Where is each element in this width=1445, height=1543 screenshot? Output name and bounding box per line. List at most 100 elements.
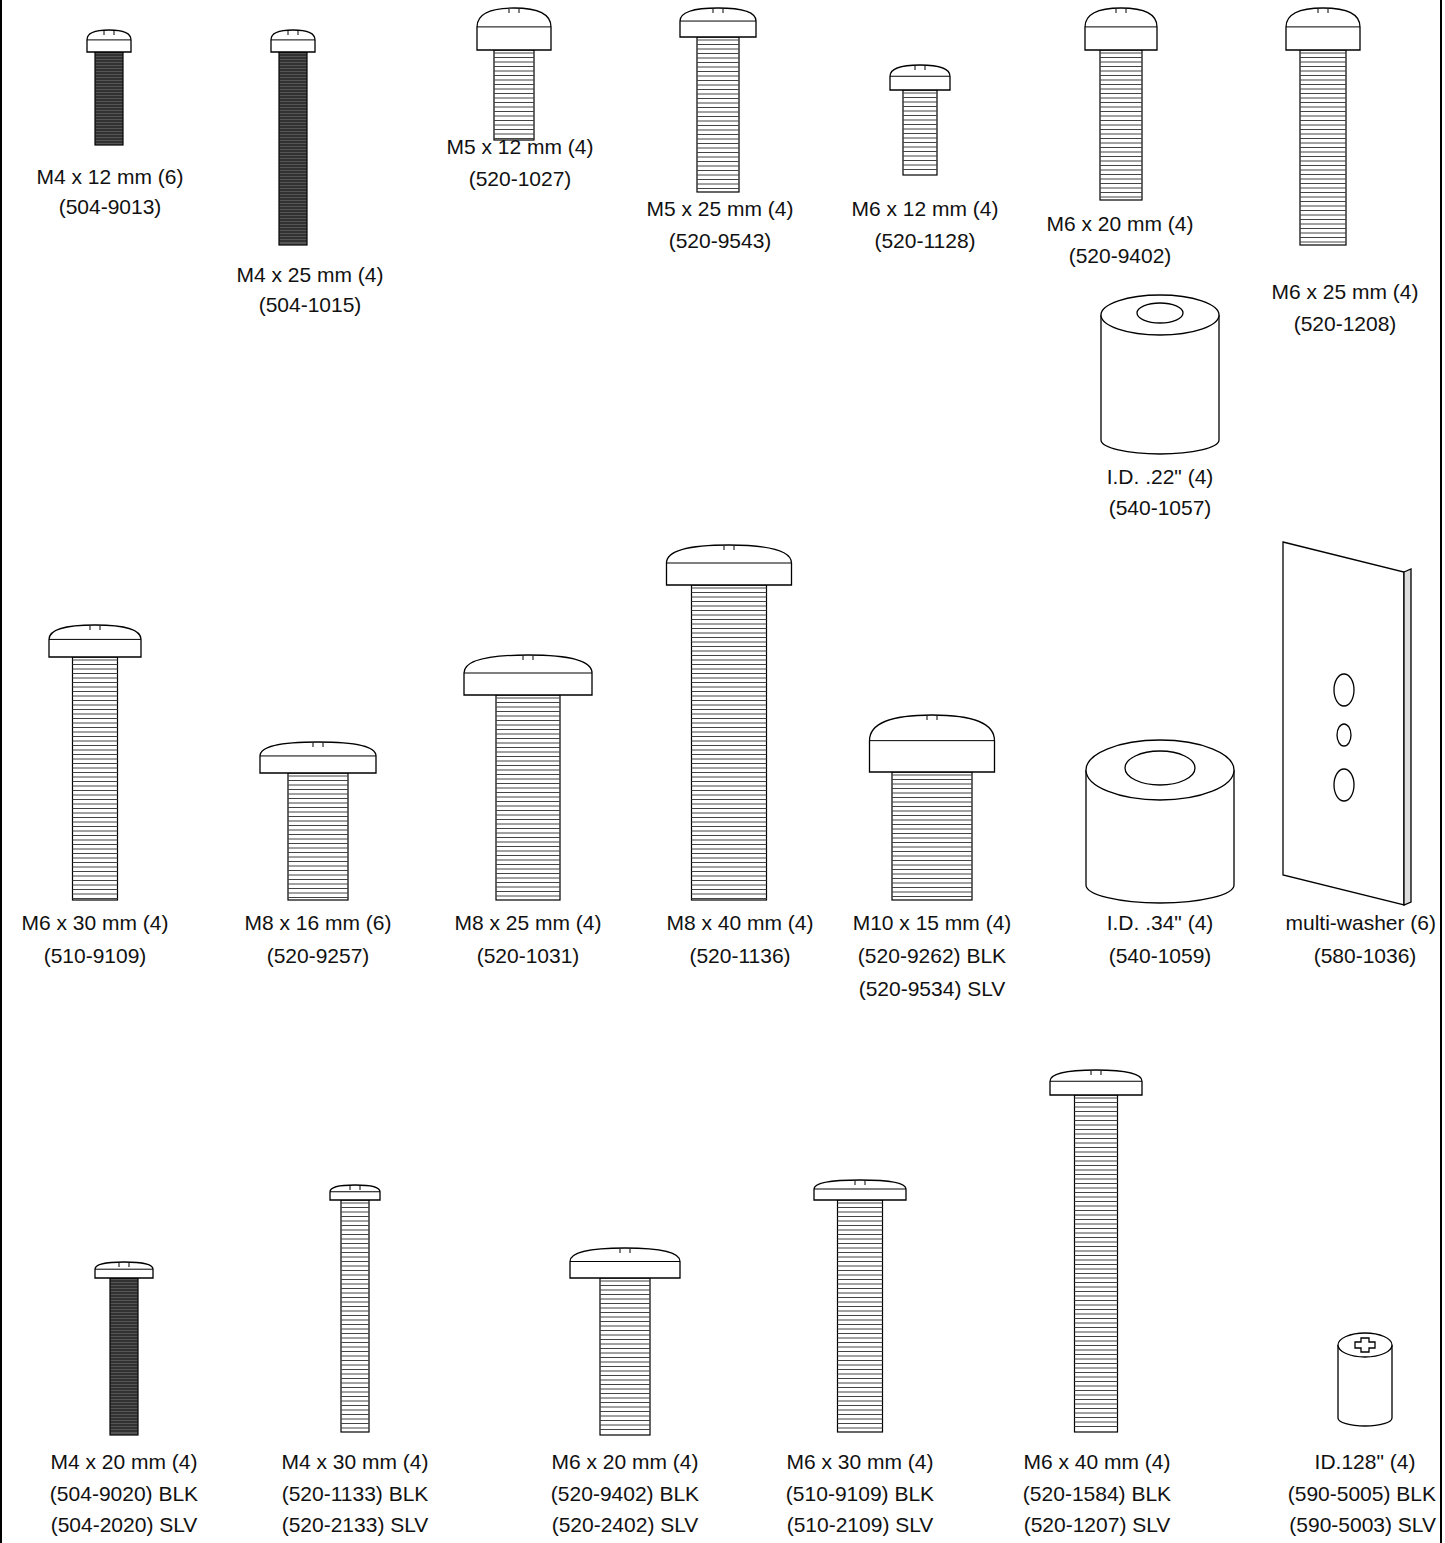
- thread-line: [1100, 197, 1142, 198]
- thread-line: [692, 867, 767, 868]
- thread-line: [110, 1392, 138, 1393]
- thread-line: [496, 801, 560, 802]
- thread-line: [496, 891, 560, 892]
- thread-line: [1075, 1183, 1118, 1184]
- thread-line: [110, 1407, 138, 1408]
- thread-line: [838, 1306, 883, 1307]
- thread-line: [73, 696, 118, 697]
- part-label: M4 x 12 mm (6): [36, 166, 183, 187]
- thread-line: [892, 865, 972, 866]
- screw-shank: [697, 37, 739, 192]
- thread-line: [341, 1261, 369, 1262]
- part-label: (520-9257): [267, 945, 370, 966]
- thread-line: [73, 759, 118, 760]
- thread-line: [341, 1239, 369, 1240]
- thread-line: [1300, 116, 1346, 117]
- thread-line: [73, 736, 118, 737]
- thread-line: [1300, 107, 1346, 108]
- thread-line: [838, 1279, 883, 1280]
- thread-line: [903, 120, 937, 121]
- thread-line: [341, 1333, 369, 1334]
- thread-line: [279, 154, 307, 155]
- thread-line: [341, 1374, 369, 1375]
- thread-line: [496, 752, 560, 753]
- thread-line: [1300, 224, 1346, 225]
- head-rim: [1085, 26, 1157, 27]
- thread-line: [697, 49, 739, 50]
- thread-line: [892, 802, 972, 803]
- part-label: M6 x 30 mm (4): [21, 912, 168, 933]
- thread-line: [838, 1329, 883, 1330]
- thread-line: [697, 125, 739, 126]
- thread-line: [692, 619, 767, 620]
- thread-line: [600, 1393, 650, 1394]
- thread-line: [1075, 1341, 1118, 1342]
- thread-line: [288, 861, 348, 862]
- thread-line: [279, 97, 307, 98]
- thread-line: [496, 716, 560, 717]
- thread-line: [494, 116, 534, 117]
- thread-line: [692, 745, 767, 746]
- thread-line: [838, 1374, 883, 1375]
- head-slot: [509, 9, 519, 13]
- thread-line: [279, 148, 307, 149]
- thread-line: [600, 1411, 650, 1412]
- head-rim: [49, 639, 141, 640]
- thread-line: [279, 238, 307, 239]
- thread-line: [341, 1297, 369, 1298]
- screw-head: [680, 8, 756, 37]
- screw-shank: [838, 1200, 883, 1432]
- thread-line: [110, 1335, 138, 1336]
- thread-line: [110, 1299, 138, 1300]
- thread-line: [496, 873, 560, 874]
- thread-line: [110, 1353, 138, 1354]
- head-slot: [104, 31, 114, 35]
- thread-line: [279, 142, 307, 143]
- thread-line: [903, 169, 937, 170]
- spacer-large: [1086, 740, 1234, 903]
- thread-line: [1100, 107, 1142, 108]
- thread-line: [110, 1287, 138, 1288]
- thread-line: [496, 887, 560, 888]
- thread-line: [692, 718, 767, 719]
- thread-line: [1075, 1116, 1118, 1117]
- thread-line: [697, 98, 739, 99]
- thread-line: [692, 831, 767, 832]
- thread-line: [697, 157, 739, 158]
- thread-line: [692, 633, 767, 634]
- thread-line: [692, 700, 767, 701]
- thread-line: [1075, 1246, 1118, 1247]
- screw-head: [890, 65, 950, 90]
- thread-line: [1075, 1237, 1118, 1238]
- screw-head: [271, 30, 315, 52]
- thread-line: [692, 637, 767, 638]
- thread-line: [1100, 71, 1142, 72]
- thread-line: [892, 856, 972, 857]
- thread-line: [494, 120, 534, 121]
- thread-line: [494, 129, 534, 130]
- screw-shank: [73, 657, 118, 900]
- thread-line: [279, 205, 307, 206]
- thread-line: [600, 1375, 650, 1376]
- thread-line: [341, 1234, 369, 1235]
- thread-line: [110, 1323, 138, 1324]
- thread-line: [288, 897, 348, 898]
- thread-line: [341, 1230, 369, 1231]
- thread-line: [1100, 75, 1142, 76]
- thread-line: [110, 1374, 138, 1375]
- thread-line: [692, 817, 767, 818]
- head-rim: [271, 39, 315, 40]
- thread-line: [279, 55, 307, 56]
- thread-line: [288, 866, 348, 867]
- thread-line: [838, 1378, 883, 1379]
- thread-line: [600, 1303, 650, 1304]
- thread-line: [496, 806, 560, 807]
- thread-line: [279, 151, 307, 152]
- thread-line: [600, 1330, 650, 1331]
- screw-shank: [95, 52, 123, 145]
- thread-line: [341, 1311, 369, 1312]
- thread-line: [1075, 1174, 1118, 1175]
- thread-line: [279, 163, 307, 164]
- thread-line: [496, 833, 560, 834]
- thread-line: [1075, 1327, 1118, 1328]
